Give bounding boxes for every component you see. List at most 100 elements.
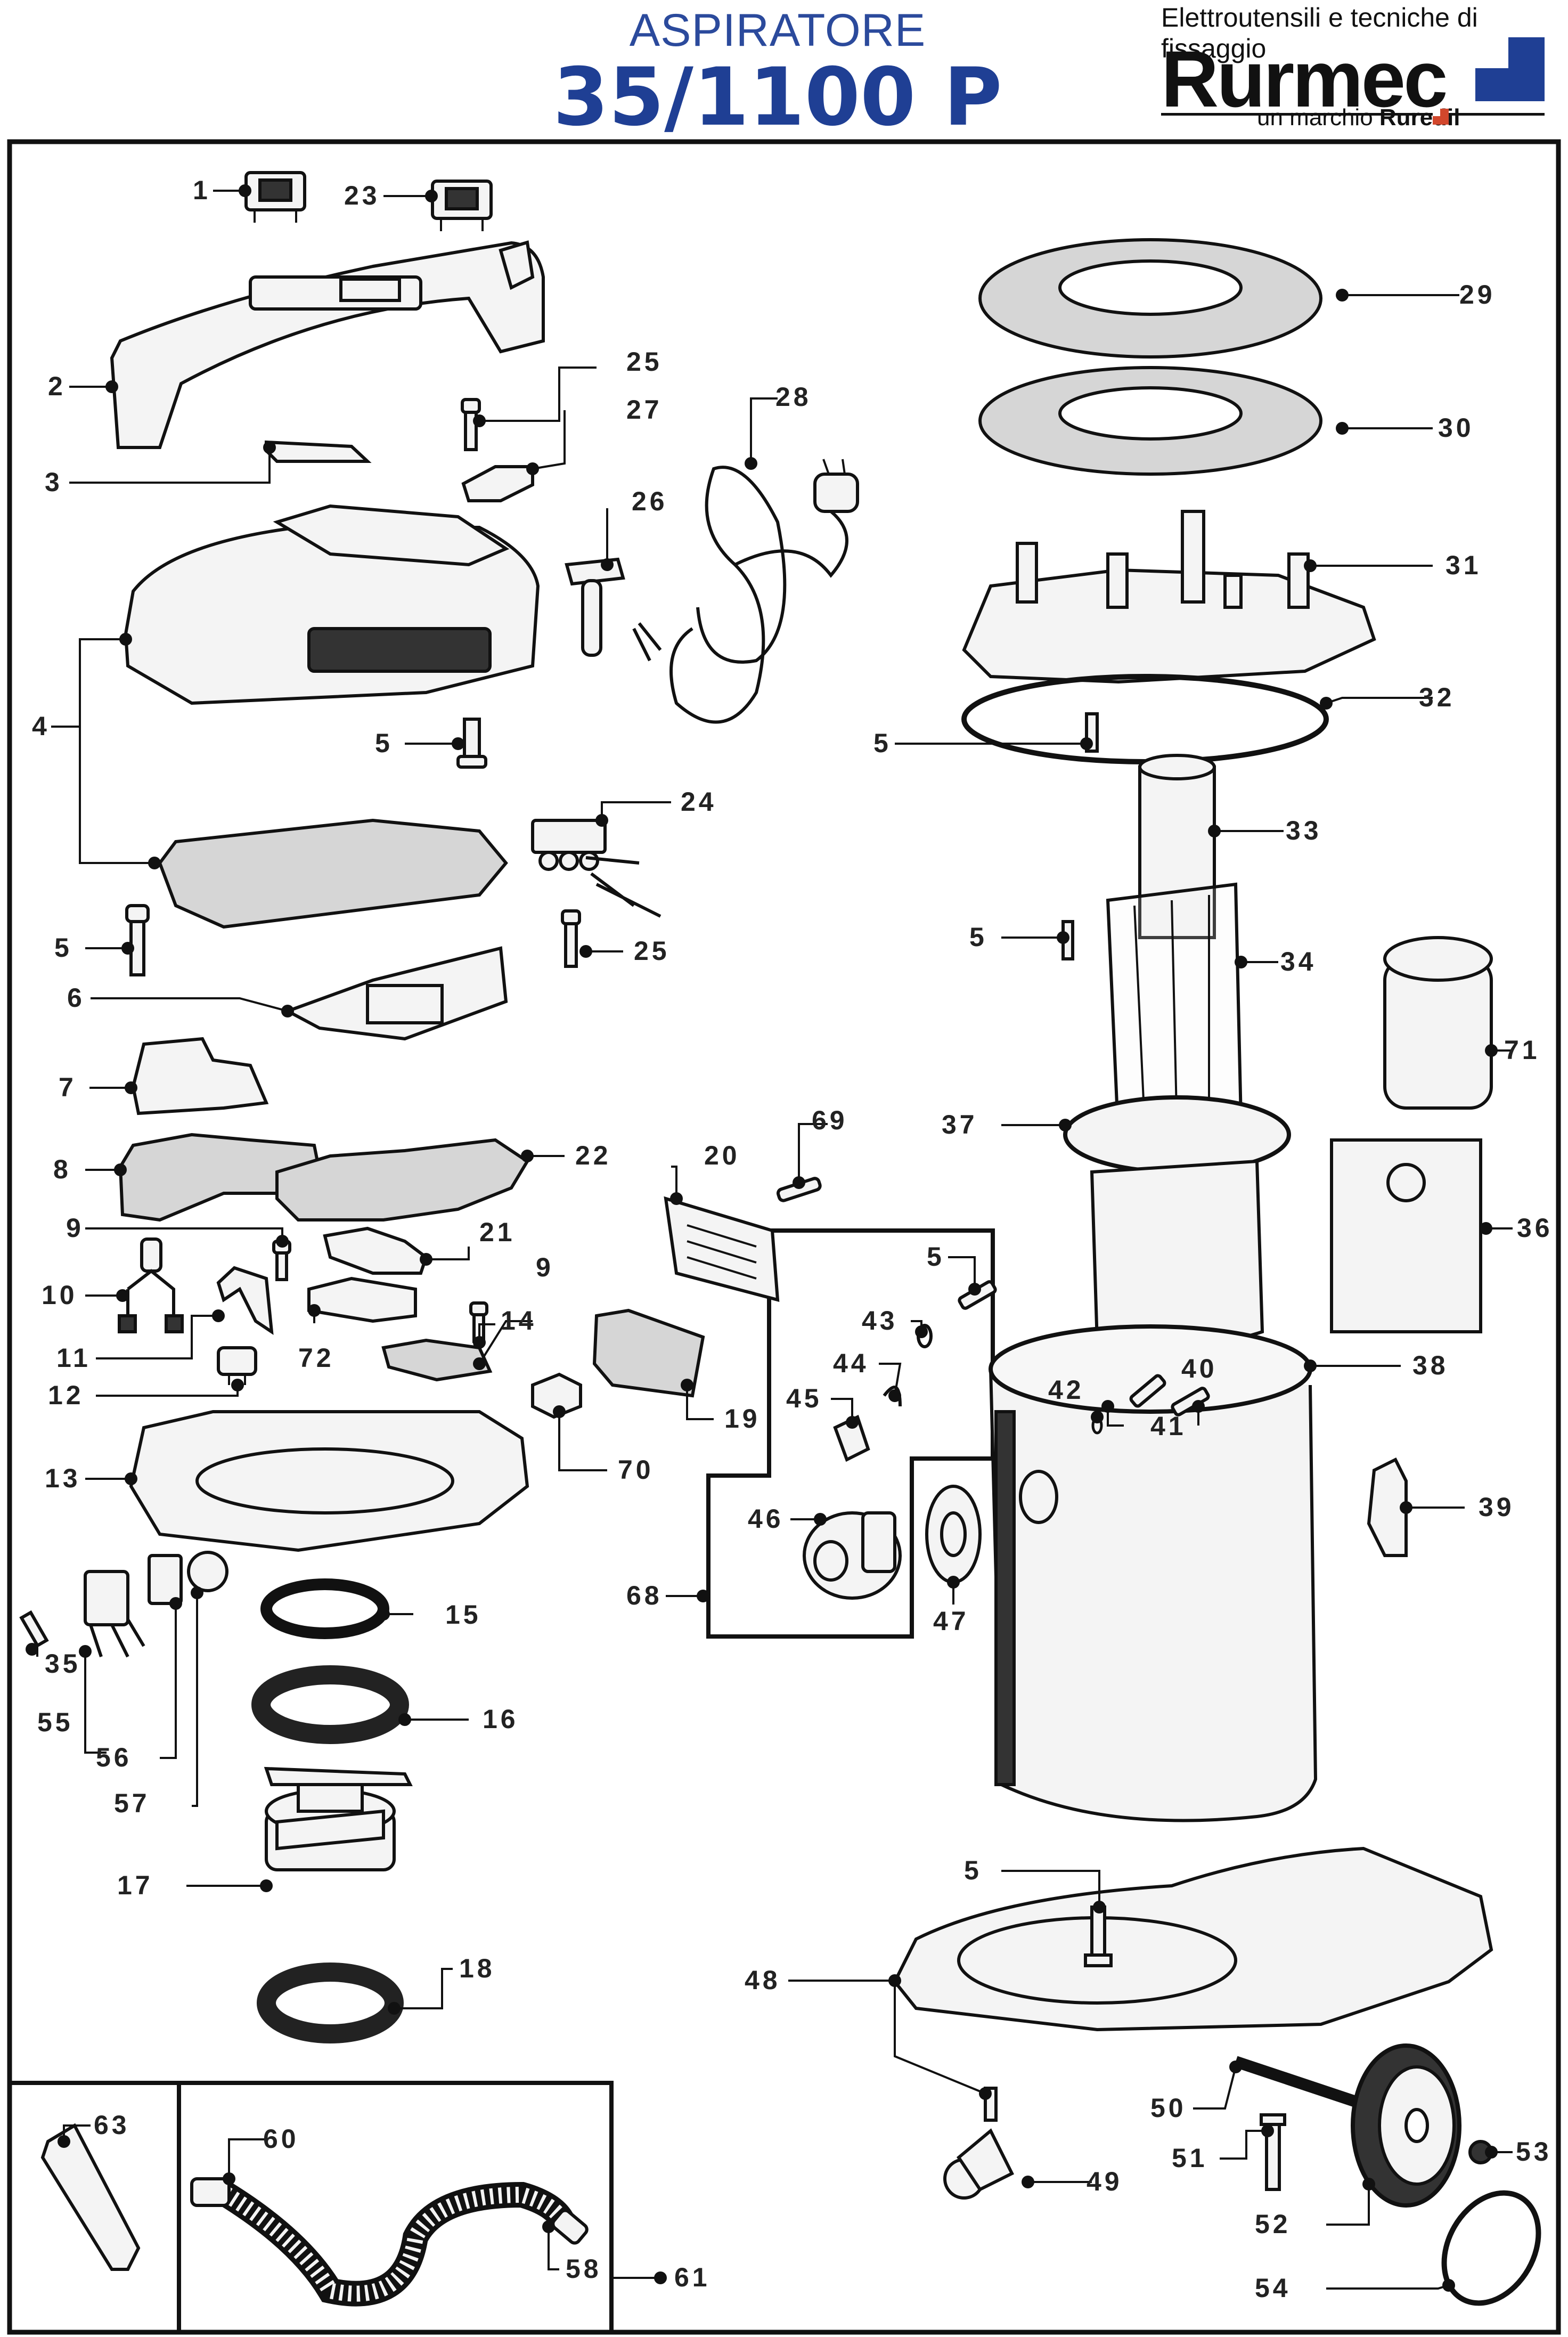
part-holder-27 xyxy=(461,465,534,502)
part-switch-box-55 xyxy=(84,1570,145,1658)
label-39: 39 xyxy=(1479,1492,1515,1522)
label-15: 15 xyxy=(445,1600,481,1630)
label-37: 37 xyxy=(942,1110,978,1139)
part-switch-1 xyxy=(244,171,306,223)
label-46: 46 xyxy=(748,1504,784,1534)
part-brush-10 xyxy=(118,1237,184,1333)
model-title: 35/1100 P xyxy=(553,51,1002,144)
label-9b: 9 xyxy=(536,1252,554,1282)
label-57: 57 xyxy=(114,1788,150,1818)
part-screw-41 xyxy=(1129,1374,1166,1408)
label-6: 6 xyxy=(67,983,85,1013)
part-board-14 xyxy=(381,1338,493,1382)
part-cord-28 xyxy=(632,459,859,724)
label-5c: 5 xyxy=(873,728,892,758)
label-41: 41 xyxy=(1150,1411,1187,1441)
part-drum-38 xyxy=(989,1324,1318,1822)
part-caster-49 xyxy=(943,2087,1015,2200)
label-28: 28 xyxy=(775,382,812,412)
label-19: 19 xyxy=(724,1404,761,1434)
label-58: 58 xyxy=(566,2254,602,2284)
label-42: 42 xyxy=(1048,1375,1084,1405)
label-53: 53 xyxy=(1516,2137,1552,2167)
ruredil-mini-logo xyxy=(1433,109,1449,125)
part-float-46 xyxy=(803,1511,902,1600)
label-52: 52 xyxy=(1255,2209,1291,2239)
label-60: 60 xyxy=(263,2124,299,2154)
label-16: 16 xyxy=(483,1704,519,1734)
label-27: 27 xyxy=(626,395,663,425)
label-2: 2 xyxy=(48,371,66,401)
document-subtitle: ASPIRATORE xyxy=(629,5,926,56)
label-68: 68 xyxy=(626,1581,663,1610)
brand-tagline: Elettroutensili e tecniche di fissaggio xyxy=(1161,3,1478,63)
part-bag-36 xyxy=(1330,1138,1482,1333)
label-70: 70 xyxy=(618,1455,654,1485)
brand-parent-prefix: un marchio xyxy=(1257,104,1373,131)
label-36: 36 xyxy=(1517,1213,1553,1243)
part-motor-base-13-ring xyxy=(195,1447,454,1514)
subassembly-outline-68 xyxy=(706,1228,995,1639)
part-axle-50 xyxy=(1234,2056,1366,2110)
label-10: 10 xyxy=(42,1280,78,1310)
part-latch-39 xyxy=(1367,1457,1408,1557)
label-40: 40 xyxy=(1181,1354,1218,1383)
part-bracket-11 xyxy=(216,1266,274,1336)
label-61: 61 xyxy=(674,2262,710,2292)
label-22: 22 xyxy=(575,1141,611,1170)
part-ring-57 xyxy=(187,1551,228,1592)
label-23: 23 xyxy=(344,181,380,210)
label-9a: 9 xyxy=(66,1213,84,1243)
part-screw-5f xyxy=(1084,1906,1113,1967)
label-71: 71 xyxy=(1504,1035,1540,1065)
part-wheel-52 xyxy=(1351,2043,1461,2208)
part-clip-70 xyxy=(531,1372,582,1419)
part-gasket-16 xyxy=(251,1665,409,1744)
part-filter-71 xyxy=(1383,936,1493,1110)
label-17: 17 xyxy=(117,1870,153,1900)
part-holder-7 xyxy=(131,1037,269,1115)
label-5b: 5 xyxy=(54,933,72,963)
label-3: 3 xyxy=(45,467,63,497)
part-clip-3 xyxy=(265,440,372,463)
part-screw-5a xyxy=(456,718,487,769)
brand-rule xyxy=(1161,113,1545,116)
label-8: 8 xyxy=(53,1154,71,1184)
part-gasket-32 xyxy=(961,674,1329,764)
label-35: 35 xyxy=(45,1649,81,1679)
label-24: 24 xyxy=(681,787,717,817)
part-hose-60 xyxy=(190,2177,589,2307)
part-block-72 xyxy=(307,1276,417,1323)
part-plate-56 xyxy=(148,1554,183,1605)
label-11: 11 xyxy=(56,1343,91,1373)
label-50: 50 xyxy=(1150,2093,1187,2123)
label-29: 29 xyxy=(1459,280,1496,310)
part-terminal-24 xyxy=(531,819,662,918)
part-plate-31 xyxy=(962,510,1376,684)
label-51: 51 xyxy=(1172,2143,1208,2173)
header: ASPIRATORE 35/1100 P xyxy=(0,0,1568,144)
part-trolley-48 xyxy=(893,1846,1493,2032)
label-25b: 25 xyxy=(634,936,670,966)
part-plate-4 xyxy=(158,818,508,929)
accessories-box-60 xyxy=(177,2081,614,2334)
label-4: 4 xyxy=(32,711,50,741)
label-54: 54 xyxy=(1255,2273,1291,2303)
label-38: 38 xyxy=(1412,1350,1449,1380)
label-49: 49 xyxy=(1087,2167,1123,2196)
label-18: 18 xyxy=(459,1953,495,1983)
leader-dots xyxy=(26,184,1498,2292)
part-motor-cover-4 xyxy=(124,504,540,705)
brand-logo-mark xyxy=(1475,37,1545,101)
part-grille-20 xyxy=(664,1196,780,1302)
part-block-21 xyxy=(323,1226,428,1275)
part-filter-bag xyxy=(1090,1159,1264,1348)
label-30: 30 xyxy=(1438,413,1474,443)
label-72: 72 xyxy=(298,1343,334,1373)
part-foam-22 xyxy=(275,1138,530,1222)
label-20: 20 xyxy=(704,1141,740,1170)
part-pin-26 xyxy=(565,557,625,657)
label-21: 21 xyxy=(479,1217,516,1247)
label-34: 34 xyxy=(1280,947,1317,976)
label-32: 32 xyxy=(1419,682,1455,712)
